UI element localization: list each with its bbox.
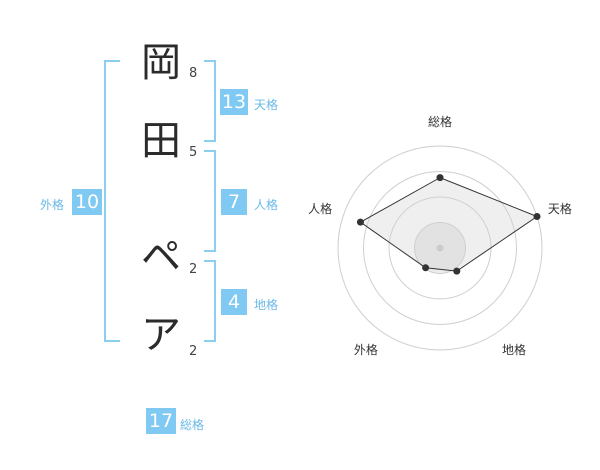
radar-center (436, 244, 444, 252)
chikaku-label: 地格 (254, 298, 279, 312)
stroke-count-1: 8 (189, 66, 198, 81)
soukaku-value: 17 (146, 408, 176, 434)
chikaku-value: 4 (221, 289, 247, 315)
radar-point-5 (356, 218, 364, 226)
radar-axis-label-5: 人格 (308, 201, 332, 216)
gaikaku-bracket (104, 60, 120, 342)
stroke-count-4: 2 (189, 344, 198, 359)
tenkaku-value: 13 (220, 89, 248, 115)
jinkaku-value: 7 (221, 189, 247, 215)
radar-axis-label-3: 地格 (502, 342, 526, 357)
soukaku-label: 総格 (180, 418, 205, 432)
stroke-count-3: 2 (189, 262, 198, 277)
name-char-3: ペ (141, 234, 181, 280)
jinkaku-label: 人格 (254, 198, 279, 212)
radar-point-3 (453, 267, 461, 275)
radar-data-polygon (359, 177, 539, 272)
gaikaku-label: 外格 (40, 198, 65, 212)
tenkaku-bracket (204, 60, 216, 142)
radar-point-2 (533, 212, 541, 220)
radar-point-1 (436, 174, 444, 182)
radar-axis-label-1: 総格 (428, 114, 452, 129)
radar-axis-label-4: 外格 (354, 342, 378, 357)
radar-axis-label-2: 天格 (548, 201, 572, 216)
jinkaku-bracket (204, 150, 216, 252)
name-char-1: 岡 (141, 40, 181, 86)
radar-point-4 (422, 264, 430, 272)
name-char-2: 田 (141, 118, 181, 164)
tenkaku-label: 天格 (254, 98, 279, 112)
stroke-count-2: 5 (189, 145, 198, 160)
name-char-4: ア (141, 312, 181, 358)
chikaku-bracket (204, 260, 216, 342)
gaikaku-value: 10 (72, 189, 102, 215)
